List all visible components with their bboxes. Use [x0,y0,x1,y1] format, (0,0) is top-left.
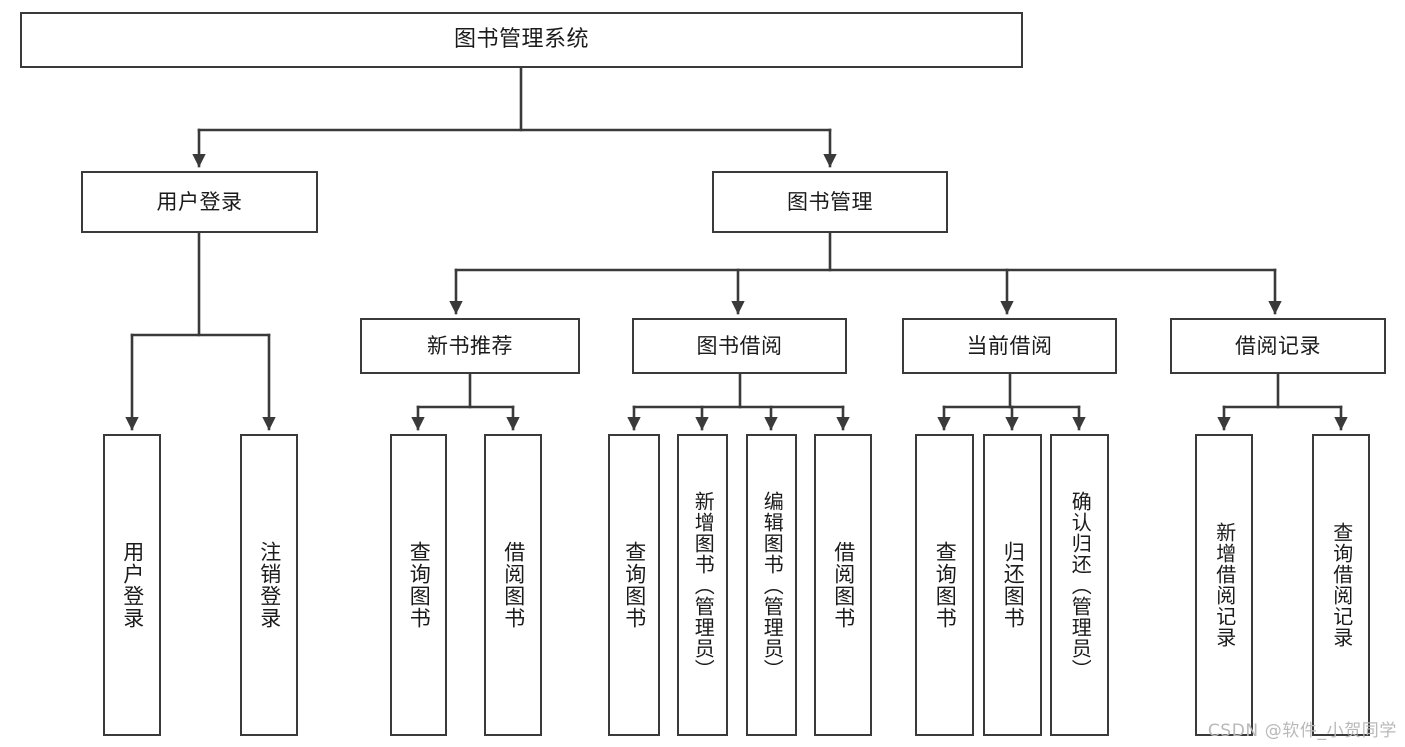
leaf-return-book-label: 归还图书 [1001,541,1026,629]
leaf-confirm-return[interactable]: 确认归还（管理员） [1050,434,1109,736]
leaf-borrow-book-2[interactable]: 借阅图书 [814,434,872,736]
leaf-edit-book-label: 编辑图书（管理员） [760,490,785,680]
node-borrow-record[interactable]: 借阅记录 [1170,318,1386,374]
node-user-login[interactable]: 用户登录 [81,171,318,233]
leaf-query-book-1-label: 查询图书 [407,541,432,629]
leaf-borrow-book-2-label: 借阅图书 [831,541,856,629]
leaf-user-login-label: 用户登录 [120,541,145,629]
node-user-login-label: 用户登录 [156,189,243,214]
leaf-add-record-label: 新增借阅记录 [1212,522,1237,648]
node-root-label: 图书管理系统 [453,27,589,53]
leaf-edit-book[interactable]: 编辑图书（管理员） [746,434,797,736]
node-root[interactable]: 图书管理系统 [20,12,1023,68]
leaf-confirm-return-label: 确认归还（管理员） [1068,490,1093,680]
node-book-borrow[interactable]: 图书借阅 [632,318,847,374]
leaf-add-book[interactable]: 新增图书（管理员） [677,434,728,736]
leaf-query-record-label: 查询借阅记录 [1329,522,1354,648]
leaf-query-book-3-label: 查询图书 [933,541,958,629]
watermark-text: CSDN @软件_小贺同学 [1207,721,1397,741]
node-new-book-rec-label: 新书推荐 [427,333,513,358]
node-borrow-record-label: 借阅记录 [1235,333,1321,358]
leaf-query-book-3[interactable]: 查询图书 [915,434,974,736]
leaf-add-record[interactable]: 新增借阅记录 [1195,434,1253,736]
node-book-borrow-label: 图书借阅 [696,333,783,358]
node-current-borrow[interactable]: 当前借阅 [902,318,1117,374]
leaf-user-login[interactable]: 用户登录 [103,434,161,736]
leaf-logout-label: 注销登录 [257,541,282,629]
node-book-manage[interactable]: 图书管理 [712,171,948,233]
node-new-book-rec[interactable]: 新书推荐 [360,318,580,374]
leaf-borrow-book-1[interactable]: 借阅图书 [484,434,542,736]
leaf-borrow-book-1-label: 借阅图书 [501,541,526,629]
leaf-query-book-2[interactable]: 查询图书 [608,434,660,736]
leaf-query-book-2-label: 查询图书 [622,541,647,629]
node-book-manage-label: 图书管理 [787,189,873,214]
leaf-query-record[interactable]: 查询借阅记录 [1312,434,1370,736]
leaf-add-book-label: 新增图书（管理员） [691,490,716,680]
node-current-borrow-label: 当前借阅 [966,333,1053,358]
leaf-query-book-1[interactable]: 查询图书 [390,434,447,736]
leaf-return-book[interactable]: 归还图书 [983,434,1042,736]
leaf-logout[interactable]: 注销登录 [240,434,298,736]
